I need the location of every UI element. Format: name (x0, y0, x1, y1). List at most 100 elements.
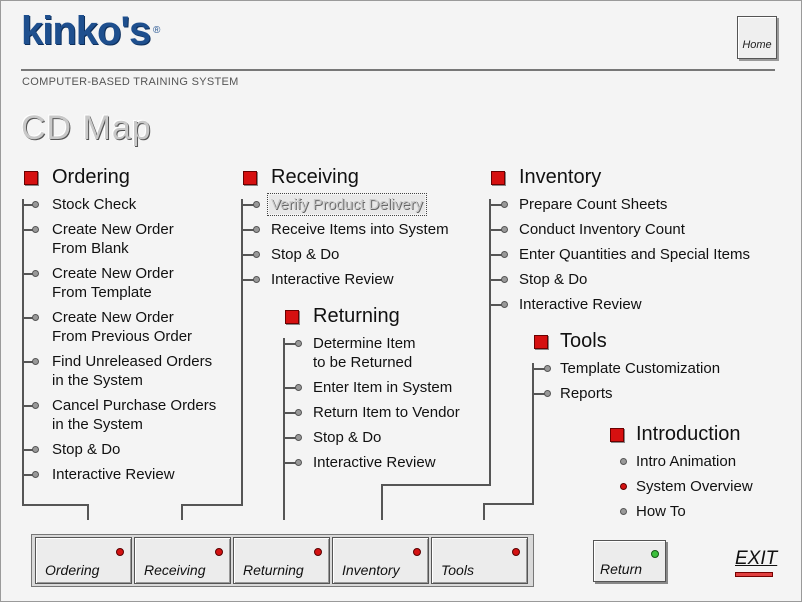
receiving-review-bullet-icon (253, 276, 260, 283)
receiving-tree-line-bottom (181, 504, 243, 506)
returning-item-determine-item[interactable]: Determine Item (313, 335, 416, 352)
ordering-item-stop-do[interactable]: Stop & Do (52, 441, 121, 458)
tab-ordering[interactable]: Ordering (35, 537, 132, 584)
return-button[interactable]: Return (593, 540, 666, 582)
returning-section-marker-icon (285, 310, 299, 324)
receiving-tree-line (241, 199, 243, 505)
inventory-status-light-icon (413, 548, 421, 556)
receiving-item-receive-items[interactable]: Receive Items into System (271, 221, 449, 238)
receiving-tree-connector (181, 504, 183, 520)
receiving-stop-do-bullet-icon (253, 251, 260, 258)
create-order-template-bullet-icon (32, 270, 39, 277)
tab-receiving[interactable]: Receiving (134, 537, 231, 584)
tab-returning[interactable]: Returning (233, 537, 330, 584)
ordering-item-stock-check[interactable]: Stock Check (52, 196, 137, 213)
ordering-status-light-icon (116, 548, 124, 556)
returning-section-title[interactable]: Returning (313, 305, 400, 327)
ordering-tree-connector (87, 504, 89, 520)
inventory-item-interactive-review[interactable]: Interactive Review (519, 296, 642, 313)
tab-ordering-label: Ordering (45, 562, 100, 578)
inventory-tree-line-bottom (381, 484, 491, 486)
returning-stop-do-bullet-icon (295, 434, 302, 441)
intro-item-system-overview[interactable]: System Overview (636, 478, 753, 495)
header-divider (21, 69, 775, 71)
ordering-item-find-unreleased[interactable]: Find Unreleased Orders (52, 353, 213, 370)
inventory-review-bullet-icon (501, 301, 508, 308)
tools-tree-line (532, 363, 534, 504)
ordering-item-create-order-previous-line2[interactable]: From Previous Order (52, 328, 193, 345)
system-overview-active-bullet-icon (620, 483, 627, 490)
inventory-section-title[interactable]: Inventory (519, 166, 602, 188)
tools-tree-line-bottom (483, 503, 534, 505)
return-button-label: Return (600, 561, 643, 577)
tools-status-light-icon (512, 548, 520, 556)
tab-receiving-label: Receiving (144, 562, 206, 578)
reports-bullet-icon (544, 390, 551, 397)
determine-item-bullet-icon (295, 340, 302, 347)
exit-underline-bar (735, 572, 773, 577)
inventory-item-prepare-count[interactable]: Prepare Count Sheets (519, 196, 668, 213)
tools-section-title[interactable]: Tools (560, 330, 607, 352)
returning-tree-line (283, 338, 285, 520)
ordering-item-create-order-previous[interactable]: Create New Order (52, 309, 174, 326)
tools-item-template-customization[interactable]: Template Customization (560, 360, 721, 377)
introduction-section-title[interactable]: Introduction (636, 423, 741, 445)
ordering-review-bullet-icon (32, 471, 39, 478)
returning-item-determine-item-line2[interactable]: to be Returned (313, 354, 413, 371)
ordering-section-title[interactable]: Ordering (52, 166, 130, 188)
receiving-item-stop-do[interactable]: Stop & Do (271, 246, 340, 263)
inventory-item-conduct-count[interactable]: Conduct Inventory Count (519, 221, 685, 238)
ordering-item-create-order-blank-line2[interactable]: From Blank (52, 240, 129, 257)
ordering-item-create-order-template-line2[interactable]: From Template (52, 284, 152, 301)
tools-item-reports[interactable]: Reports (560, 385, 613, 402)
receiving-status-light-icon (215, 548, 223, 556)
returning-item-return-to-vendor[interactable]: Return Item to Vendor (313, 404, 460, 421)
ordering-section-marker-icon (24, 171, 38, 185)
inventory-section-marker-icon (491, 171, 505, 185)
inventory-tree-line (489, 199, 491, 485)
ordering-tree-line-bottom (22, 504, 88, 506)
prepare-count-bullet-icon (501, 201, 508, 208)
receiving-item-verify-delivery[interactable]: Verify Product Delivery (267, 193, 427, 216)
returning-item-enter-item[interactable]: Enter Item in System (313, 379, 453, 396)
returning-item-stop-do[interactable]: Stop & Do (313, 429, 382, 446)
tab-returning-label: Returning (243, 562, 304, 578)
receiving-item-interactive-review[interactable]: Interactive Review (271, 271, 394, 288)
ordering-tree-line (22, 199, 24, 505)
ordering-stop-do-bullet-icon (32, 446, 39, 453)
ordering-item-cancel-po[interactable]: Cancel Purchase Orders (52, 397, 217, 414)
conduct-count-bullet-icon (501, 226, 508, 233)
tab-tools[interactable]: Tools (431, 537, 528, 584)
verify-delivery-bullet-icon (253, 201, 260, 208)
receiving-section-title[interactable]: Receiving (271, 166, 359, 188)
return-to-vendor-bullet-icon (295, 409, 302, 416)
ordering-item-create-order-template[interactable]: Create New Order (52, 265, 174, 282)
returning-item-interactive-review[interactable]: Interactive Review (313, 454, 436, 471)
stock-check-bullet-icon (32, 201, 39, 208)
inventory-item-enter-quantities[interactable]: Enter Quantities and Special Items (519, 246, 750, 263)
intro-item-animation[interactable]: Intro Animation (636, 453, 737, 470)
find-unreleased-bullet-icon (32, 358, 39, 365)
exit-button[interactable]: EXIT (735, 548, 778, 569)
enter-quantities-bullet-icon (501, 251, 508, 258)
ordering-item-create-order-blank[interactable]: Create New Order (52, 221, 174, 238)
introduction-section-marker-icon (610, 428, 624, 442)
home-button[interactable]: Home (737, 16, 777, 59)
inventory-stop-do-bullet-icon (501, 276, 508, 283)
tools-section-marker-icon (534, 335, 548, 349)
enter-item-bullet-icon (295, 384, 302, 391)
create-order-blank-bullet-icon (32, 226, 39, 233)
tab-inventory[interactable]: Inventory (332, 537, 429, 584)
tab-inventory-label: Inventory (342, 562, 400, 578)
ordering-item-find-unreleased-line2[interactable]: in the System (52, 372, 143, 389)
how-to-bullet-icon (620, 508, 627, 515)
template-custom-bullet-icon (544, 365, 551, 372)
inventory-item-stop-do[interactable]: Stop & Do (519, 271, 588, 288)
ordering-item-interactive-review[interactable]: Interactive Review (52, 466, 175, 483)
returning-status-light-icon (314, 548, 322, 556)
return-status-light-icon (651, 550, 659, 558)
intro-item-how-to[interactable]: How To (636, 503, 686, 520)
system-subtitle: COMPUTER-BASED TRAINING SYSTEM (22, 76, 239, 88)
ordering-item-cancel-po-line2[interactable]: in the System (52, 416, 143, 433)
